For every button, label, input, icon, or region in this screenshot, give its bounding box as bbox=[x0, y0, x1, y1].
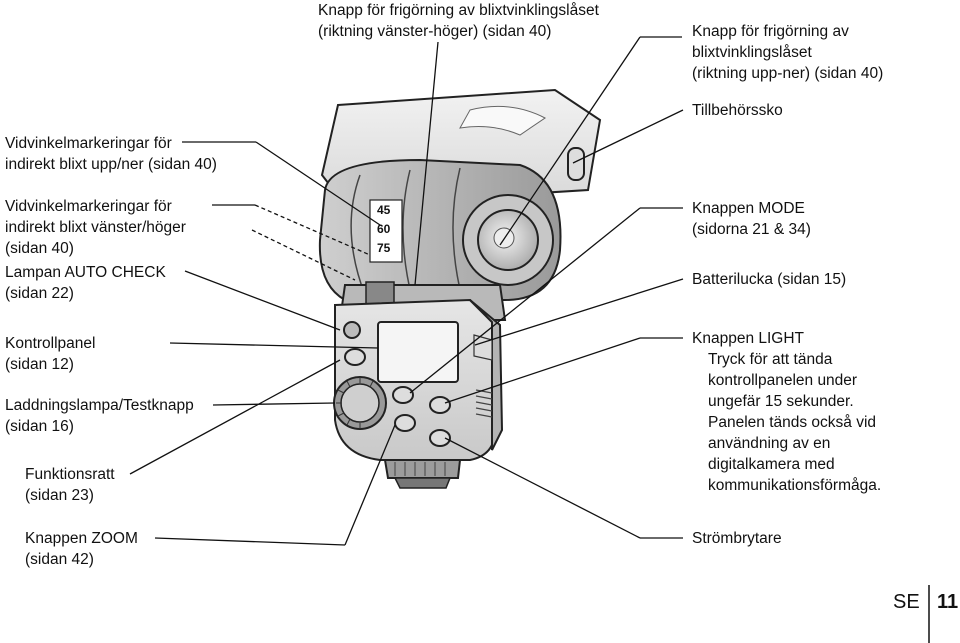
label-control-panel: Kontrollpanel (sidan 12) bbox=[5, 335, 96, 373]
label-charge-lamp: Laddningslampa/Testknapp (sidan 16) bbox=[5, 397, 194, 435]
label-function-dial: Funktionsratt (sidan 23) bbox=[25, 466, 115, 504]
label-release-left-right: Knapp för frigörning av blixtvinklingslå… bbox=[318, 2, 599, 40]
label-battery-cover: Batterilucka (sidan 15) bbox=[692, 271, 847, 288]
footer-language: SE bbox=[893, 591, 920, 613]
label-accessory-shoe: Tillbehörssko bbox=[692, 102, 783, 119]
label-power-switch: Strömbrytare bbox=[692, 530, 782, 547]
label-auto-check: Lampan AUTO CHECK (sidan 22) bbox=[5, 264, 166, 302]
label-bounce-up-down: Vidvinkelmarkeringar för indirekt blixt … bbox=[5, 135, 217, 173]
footer-page-number: 11 bbox=[937, 591, 959, 613]
angle-mark-60: 60 bbox=[377, 222, 391, 236]
label-zoom-button: Knappen ZOOM (sidan 42) bbox=[25, 530, 138, 568]
angle-mark-45: 45 bbox=[377, 203, 391, 217]
label-light-button: Knappen LIGHT Tryck för att tända kontro… bbox=[692, 330, 882, 494]
label-bounce-left-right: Vidvinkelmarkeringar för indirekt blixt … bbox=[5, 198, 186, 257]
angle-mark-75: 75 bbox=[377, 241, 391, 255]
auto-check-window bbox=[365, 281, 395, 305]
label-release-up-down: Knapp för frigörning av blixtvinklingslå… bbox=[692, 23, 884, 82]
control-panel-lcd bbox=[377, 321, 459, 383]
hot-shoe-foot bbox=[383, 459, 462, 479]
label-mode-button: Knappen MODE (sidorna 21 & 34) bbox=[692, 200, 811, 238]
